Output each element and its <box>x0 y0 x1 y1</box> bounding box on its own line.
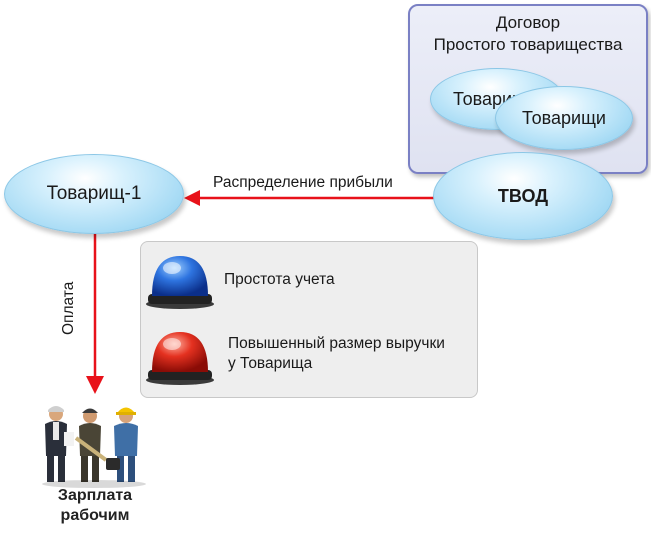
profit-distribution-label: Распределение прибыли <box>213 174 393 191</box>
partner-node-small-2-label: Товарищи <box>522 107 606 128</box>
contract-title-line2: Простого товарищества <box>433 35 623 54</box>
worker-3 <box>106 407 138 482</box>
workers-icon <box>42 406 146 488</box>
tvod-node: ТВОД <box>433 152 613 240</box>
red-beacon-icon <box>146 332 214 385</box>
legend-red-line2: у Товарища <box>228 355 313 372</box>
legend-blue-text: Простота учета <box>224 271 335 288</box>
tvod-label: ТВОД <box>497 185 549 206</box>
partner-1-label: Товарищ-1 <box>46 183 142 204</box>
blue-beacon-icon <box>146 256 214 309</box>
payment-label: Оплата <box>60 281 77 335</box>
profit-arrow-head <box>184 190 200 206</box>
contract-title: Договор Простого товарищества <box>408 12 648 56</box>
contract-title-line1: Договор <box>495 13 561 32</box>
partner-1-node: Товарищ-1 <box>4 154 184 234</box>
legend-red-text: Повышенный размер выручки у Товарища <box>228 334 468 374</box>
salary-caption: Зарплата рабочим <box>40 486 150 526</box>
worker-2 <box>74 408 108 482</box>
payment-arrow-head <box>86 376 104 394</box>
legend-red-line1: Повышенный размер выручки <box>228 335 445 352</box>
worker-1 <box>45 406 74 482</box>
salary-caption-line2: рабочим <box>60 507 130 524</box>
partner-node-small-2: Товарищи <box>495 86 633 150</box>
salary-caption-line1: Зарплата <box>57 487 133 504</box>
